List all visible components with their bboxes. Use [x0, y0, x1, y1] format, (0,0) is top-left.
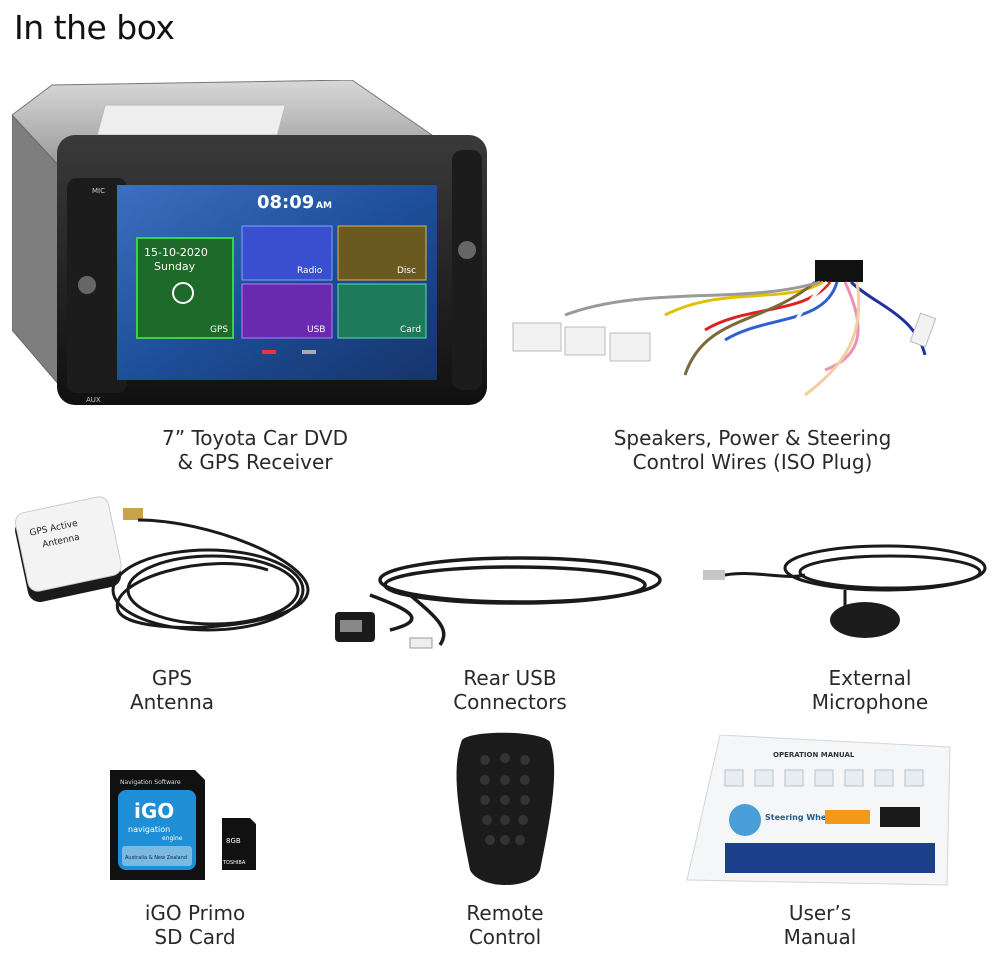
tile-day: Sunday: [154, 260, 196, 273]
tile-gps-label: GPS: [210, 325, 228, 335]
usb-tile: [241, 283, 333, 339]
caption-gps-antenna: GPS Antenna: [129, 666, 215, 714]
card-tile: [337, 283, 427, 339]
mic-label: MIC: [92, 187, 105, 195]
map-pin-icon: [172, 282, 194, 304]
page-title: In the box: [14, 8, 175, 47]
clock-ampm: AM: [316, 201, 332, 211]
clock-time: 08:09: [257, 192, 314, 213]
remote-control-image: [440, 730, 570, 895]
micro-sd-brand: TOSHIBA: [222, 860, 246, 866]
sd-region: Australia & New Zealand: [125, 855, 187, 861]
sd-card-image: Navigation Software iGO navigation engin…: [100, 760, 290, 890]
usb-cable-image: [330, 550, 670, 660]
microphone-image: [695, 540, 995, 650]
sd-header: Navigation Software: [120, 779, 181, 786]
tile-date: 15-10-2020: [144, 246, 208, 259]
aux-label: AUX: [86, 396, 101, 404]
micro-sd-size: 8GB: [226, 837, 241, 845]
caption-usb: Rear USB Connectors: [453, 666, 567, 714]
sd-sub: navigation: [128, 825, 170, 834]
radio-tile: [241, 225, 333, 281]
gps-tile: [136, 237, 234, 339]
tile-usb-label: USB: [307, 325, 325, 335]
head-unit-image: 08:09 AM MIC AUX 15-10-2020 Sunday GPS R…: [11, 79, 492, 410]
iso-wires-image: [505, 245, 945, 420]
caption-iso-wires: Speakers, Power & Steering Control Wires…: [613, 426, 892, 474]
tile-disc-label: Disc: [397, 266, 416, 276]
caption-remote: Remote Control: [466, 901, 544, 949]
manual-header: OPERATION MANUAL: [773, 751, 855, 759]
caption-manual: User’s Manual: [783, 901, 857, 949]
sd-brand: iGO: [134, 799, 174, 823]
gps-antenna-image: GPS Active Antenna: [8, 490, 328, 650]
tile-radio-label: Radio: [297, 266, 323, 276]
caption-microphone: External Microphone: [811, 666, 929, 714]
caption-sd-card: iGO Primo SD Card: [144, 901, 246, 949]
user-manual-image: OPERATION MANUAL Steering Wheel: [685, 734, 985, 890]
manual-brand: Steering Wheel: [765, 813, 835, 822]
tile-card-label: Card: [400, 325, 421, 335]
caption-head-unit: 7” Toyota Car DVD & GPS Receiver: [162, 426, 348, 474]
sd-engine: engine: [162, 835, 183, 842]
disc-tile: [337, 225, 427, 281]
